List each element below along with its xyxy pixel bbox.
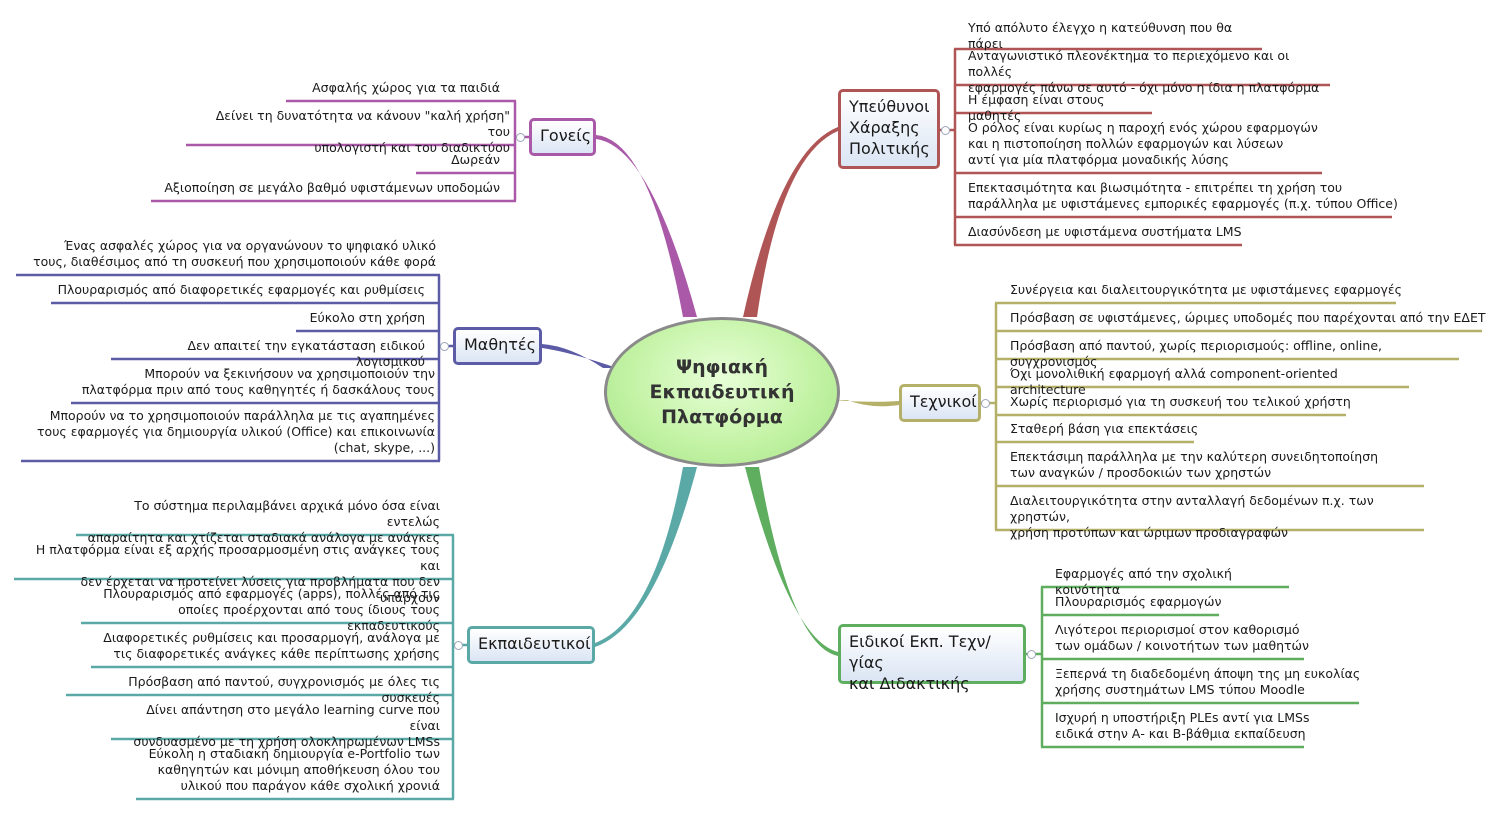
goneis-leaf-2[interactable]: Δείνει τη δυνατότητα να κάνουν "καλή χρή…: [215, 108, 510, 155]
goneis-connector: [596, 135, 697, 317]
ekpaideutikoi-leaf-7[interactable]: Εύκολη η σταδιακή δημιουργία e-Portfolio…: [148, 746, 440, 793]
mathites-connector: [542, 344, 617, 368]
technikoi-leaf-8[interactable]: Διαλειτουργικότητα στην ανταλλαγή δεδομέ…: [1010, 493, 1374, 540]
collapse-toggle-icon[interactable]: [1027, 650, 1036, 659]
mathites-leaf-3[interactable]: Εύκολο στη χρήση: [309, 310, 425, 325]
ekpaideutikoi-leaf-3[interactable]: Πλουραρισμός από εφαρμογές (apps), πολλέ…: [103, 586, 440, 633]
goneis-leaf-1[interactable]: Ασφαλής χώρος για τα παιδιά: [312, 80, 500, 95]
ypeuthynoi-leaf-3[interactable]: Η έμφαση είναι στους μαθητές: [968, 92, 1105, 123]
mathites-leaf-4[interactable]: Δεν απαιτεί την εγκατάσταση ειδικού λογι…: [187, 338, 425, 369]
collapse-toggle-icon[interactable]: [516, 133, 525, 142]
ekpaideutikoi-leaf-2[interactable]: Η πλατφόρμα είναι εξ αρχής προσαρμοσμένη…: [35, 542, 440, 605]
mathites-leaf-1[interactable]: Ένας ασφαλές χώρος για να οργανώνουν το …: [33, 238, 436, 269]
goneis-leaf-3[interactable]: Δωρεάν: [451, 152, 500, 167]
branch-goneis[interactable]: Γονείς: [529, 118, 596, 156]
central-topic[interactable]: Ψηφιακή Εκπαιδευτική Πλατφόρμα: [604, 317, 840, 467]
technikoi-leaf-2[interactable]: Πρόσβαση σε υφιστάμενες, ώριμες υποδομές…: [1010, 310, 1486, 325]
ekpaideutikoi-leaf-4[interactable]: Διαφορετικές ρυθμίσεις και προσαρμογή, α…: [103, 630, 440, 661]
ypeuthynoi-leaf-2[interactable]: Ανταγωνιστικό πλεονέκτημα το περιεχόμενο…: [968, 48, 1320, 95]
collapse-toggle-icon[interactable]: [941, 126, 950, 135]
ekpaideutikoi-leaf-6[interactable]: Δίνει απάντηση στο μεγάλο learning curve…: [133, 702, 440, 749]
collapse-toggle-icon[interactable]: [440, 342, 449, 351]
technikoi-leaf-1[interactable]: Συνέργεια και διαλειτουργικότητα με υφισ…: [1010, 282, 1402, 297]
ekpaideutikoi-leaf-1[interactable]: Το σύστημα περιλαμβάνει αρχικά μόνο όσα …: [87, 498, 440, 545]
branch-mathites[interactable]: Μαθητές: [453, 327, 542, 365]
eidikoi-leaf-1[interactable]: Εφαρμογές από την σχολική κοινότητα: [1055, 566, 1232, 597]
collapse-toggle-icon[interactable]: [454, 641, 463, 650]
eidikoi-connector: [745, 467, 838, 656]
mathites-leaf-6[interactable]: Μπορούν να το χρησιμοποιούν παράλληλα με…: [37, 408, 435, 455]
ypeuthynoi-connector: [743, 127, 838, 317]
ypeuthynoi-leaf-6[interactable]: Διασύνδεση με υφιστάμενα συστήματα LMS: [968, 224, 1242, 239]
eidikoi-leaf-3[interactable]: Λιγότεροι περιορισμοί στον καθορισμό των…: [1055, 622, 1310, 653]
eidikoi-leaf-2[interactable]: Πλουραρισμός εφαρμογών: [1055, 594, 1222, 609]
eidikoi-leaf-5[interactable]: Ισχυρή η υποστήριξη PLEs αντί για LMSs ε…: [1055, 710, 1310, 741]
technikoi-leaf-3[interactable]: Πρόσβαση από παντού, χωρίς περιορισμούς:…: [1010, 338, 1382, 369]
ypeuthynoi-leaf-5[interactable]: Επεκτασιμότητα και βιωσιμότητα - επιτρέπ…: [968, 180, 1398, 211]
ekpaideutikoi-leaf-5[interactable]: Πρόσβαση από παντού, συγχρονισμός με όλε…: [128, 674, 440, 705]
goneis-leaf-4[interactable]: Αξιοποίηση σε μεγάλο βαθμό υφιστάμενων υ…: [164, 180, 500, 195]
branch-eidikoi[interactable]: Ειδικοί Εκπ. Τεχν/γίας και Διδακτικής: [838, 624, 1026, 693]
technikoi-leaf-4[interactable]: Όχι μονολιθική εφαρμογή αλλά component-o…: [1010, 366, 1338, 397]
technikoi-leaf-5[interactable]: Χωρίς περιορισμό για τη συσκευή του τελι…: [1010, 394, 1351, 409]
branch-technikoi[interactable]: Τεχνικοί: [899, 384, 981, 422]
ypeuthynoi-leaf-4[interactable]: Ο ρόλος είναι κυρίως η παροχή ενός χώρου…: [968, 120, 1318, 167]
branch-ekpaideutikoi[interactable]: Εκπαιδευτικοί: [467, 626, 595, 664]
ekpaideutikoi-connector: [595, 467, 697, 647]
ypeuthynoi-leaf-1[interactable]: Υπό απόλυτο έλεγχο η κατεύθυνση που θα π…: [968, 20, 1233, 51]
eidikoi-leaf-4[interactable]: Ξεπερνά τη διαδεδομένη άποψη της μη ευκο…: [1055, 666, 1361, 697]
technikoi-leaf-6[interactable]: Σταθερή βάση για επεκτάσεις: [1010, 421, 1199, 436]
technikoi-connector: [833, 400, 899, 407]
branch-ypeuthynoi[interactable]: Υπεύθυνοι Χάραξης Πολιτικής: [838, 89, 940, 169]
mathites-leaf-2[interactable]: Πλουραρισμός από διαφορετικές εφαρμογές …: [57, 282, 425, 297]
technikoi-leaf-7[interactable]: Επεκτάσιμη παράλληλα με την καλύτερη συν…: [1010, 449, 1379, 480]
mathites-leaf-5[interactable]: Μπορούν να ξεκινήσουν να χρησιμοποιούν τ…: [81, 366, 435, 397]
collapse-toggle-icon[interactable]: [981, 399, 990, 408]
